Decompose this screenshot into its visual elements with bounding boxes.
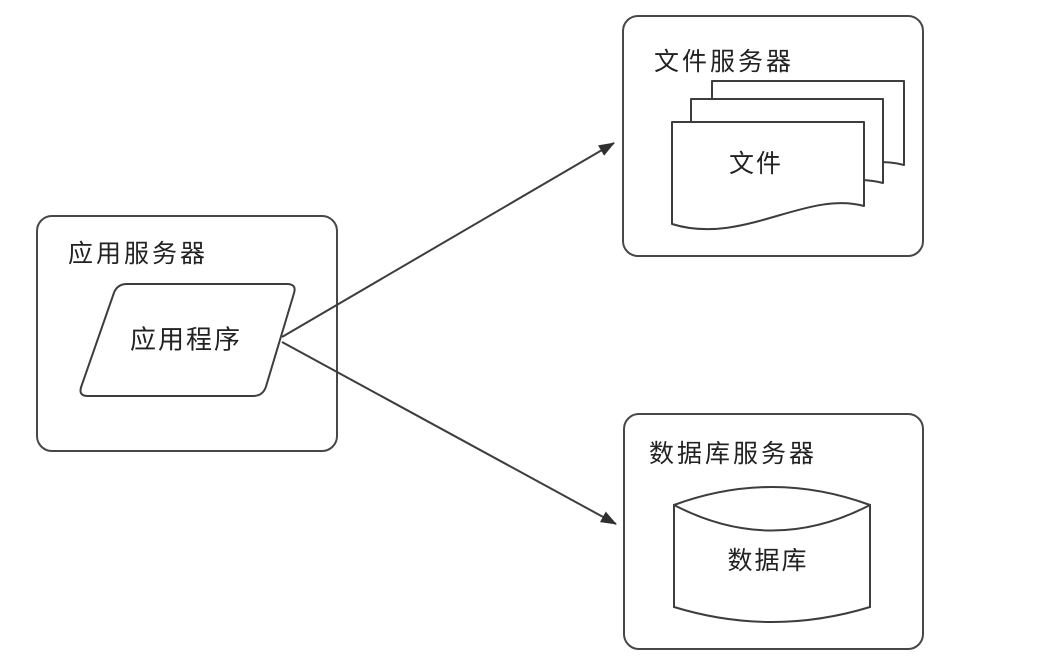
db-server-box: 数据库服务器	[623, 413, 924, 650]
database-label: 数据库	[727, 546, 809, 575]
file-server-label: 文件服务器	[654, 47, 795, 76]
app-server-label: 应用服务器	[68, 239, 209, 268]
file-server-box: 文件服务器	[622, 15, 924, 257]
file-label: 文件	[728, 149, 784, 178]
app-program-label: 应用程序	[129, 325, 243, 356]
db-server-label: 数据库服务器	[649, 439, 818, 468]
